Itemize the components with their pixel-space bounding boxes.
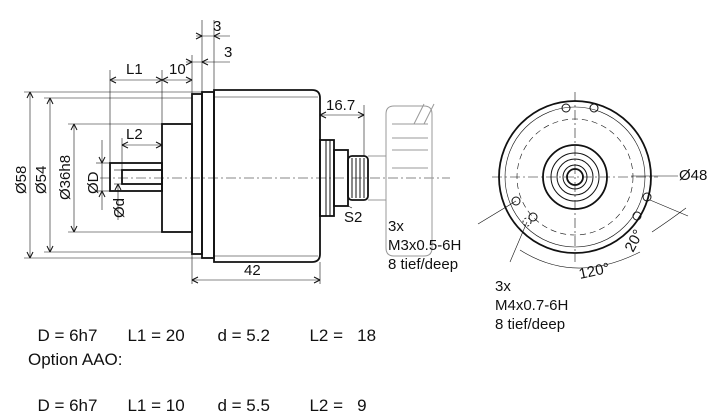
dim-3-top: 3 xyxy=(213,18,221,35)
dim-L2: L2 xyxy=(126,126,143,143)
angle-120-arc xyxy=(519,249,641,269)
angle-20-arc xyxy=(651,207,687,233)
dim-L1-10 xyxy=(109,70,193,163)
thread-note-m3-size: M3x0.5-6H xyxy=(388,237,461,254)
thread-note-m4: 3x M4x0.7-6H 8 tief/deep xyxy=(495,278,568,333)
option-L1: L1 = 10 xyxy=(127,396,185,415)
thread-note-m3: 3x M3x0.5-6H 8 tief/deep xyxy=(388,218,461,273)
connector-label: S2 xyxy=(344,209,362,226)
thread-note-m3-depth: 8 tief/deep xyxy=(388,256,458,273)
option-D: D = 6h7 xyxy=(37,396,98,415)
side-view: 3 3 L1 10 L2 xyxy=(13,18,450,284)
dim-diad: Ød xyxy=(111,198,128,218)
dim-diaD: ØD xyxy=(85,171,102,194)
shaft-flat xyxy=(121,169,163,185)
angle-120: 120° xyxy=(577,260,611,283)
dim-L2-line xyxy=(121,138,163,170)
option-d: d = 5.5 xyxy=(217,396,270,415)
dim-dia36h8: Ø36h8 xyxy=(57,155,74,200)
mating-plug xyxy=(368,103,435,257)
dim-42: 42 xyxy=(244,262,261,279)
dim-10: 10 xyxy=(169,61,186,78)
dim-42-line xyxy=(191,254,321,284)
spec-d: d = 5.2 xyxy=(217,326,270,345)
spec-line-standard: D = 6h7 L1 = 20 d = 5.2 L2 = 18 xyxy=(28,306,376,346)
spec-L2: L2 = 18 xyxy=(309,326,377,345)
spec-line-option: D = 6h7 L1 = 10 d = 5.5 L2 = 9 xyxy=(28,376,367,416)
spec-D: D = 6h7 xyxy=(37,326,98,345)
option-title: Option AAO: xyxy=(28,350,123,369)
option-L2: L2 = 9 xyxy=(309,396,367,415)
spec-L1: L1 = 20 xyxy=(127,326,185,345)
front-view: Ø48 120° 20° xyxy=(477,92,707,283)
dim-16-7: 16.7 xyxy=(326,97,355,114)
thread-note-m4-count: 3x xyxy=(495,278,511,295)
dim-dia58: Ø58 xyxy=(13,166,30,194)
thread-note-m3-count: 3x xyxy=(388,218,404,235)
flange xyxy=(191,93,203,255)
thread-note-m4-size: M4x0.7-6H xyxy=(495,297,568,314)
housing xyxy=(213,89,321,263)
dim-L1: L1 xyxy=(126,61,143,78)
dim-dia48: Ø48 xyxy=(679,167,707,184)
dim-flange-offsets xyxy=(185,20,230,94)
mounting-holes xyxy=(511,103,652,227)
thread-note-m4-depth: 8 tief/deep xyxy=(495,316,565,333)
angle-20: 20° xyxy=(622,227,648,255)
dim-16-7-line xyxy=(319,105,365,156)
flange-rim xyxy=(201,91,215,259)
dim-3-second: 3 xyxy=(224,44,232,61)
dim-diameters xyxy=(24,91,202,259)
connector-thread xyxy=(347,155,369,201)
dim-dia54: Ø54 xyxy=(33,166,50,194)
